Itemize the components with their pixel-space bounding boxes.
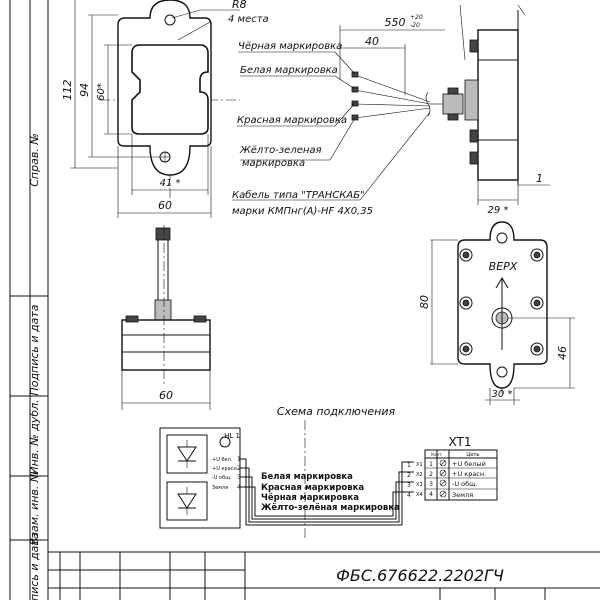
dim-29: 29 * bbox=[488, 205, 509, 216]
dim-1: 1 bbox=[536, 172, 543, 185]
pin-1-num: 1 bbox=[237, 456, 241, 463]
wire-num-4: 4 bbox=[407, 492, 411, 499]
pin-3-num: 3 bbox=[237, 474, 241, 481]
wire-black: Чёрная маркировка bbox=[238, 41, 342, 52]
xt-n1: 1 bbox=[429, 461, 433, 468]
xt1-title: XT1 bbox=[449, 435, 472, 449]
cable-1: Кабель типа "ТРАНСКАБ" bbox=[232, 189, 365, 201]
dim-60b: 60 bbox=[159, 389, 173, 402]
wire-num-3: 3 bbox=[407, 482, 411, 489]
connection-schema: Схема подключения HL 1 +U бел. 1 +U крас… bbox=[159, 405, 414, 540]
legend-black: Чёрная маркировка bbox=[261, 493, 359, 503]
schema-title: Схема подключения bbox=[277, 405, 396, 418]
legend-red: Красная маркировка bbox=[261, 483, 364, 493]
title-block: ФБС.676622.2202ГЧ bbox=[48, 551, 600, 600]
xt-c2: +U красн. bbox=[452, 470, 486, 478]
bottom-view: 60 bbox=[121, 225, 211, 410]
dim-550-tol-top: +20 bbox=[410, 14, 423, 21]
xt-c3: -U общ. bbox=[452, 480, 477, 488]
wire-white: Белая маркировка bbox=[240, 65, 338, 76]
pin-2-num: 2 bbox=[237, 465, 241, 472]
xt-x4: Х4 bbox=[416, 492, 423, 498]
pin-1-label: +U бел. bbox=[212, 457, 233, 463]
col-circuit: Цепь bbox=[466, 452, 479, 458]
dim-550: 550 bbox=[385, 16, 406, 29]
wire-num-1: 1 bbox=[407, 462, 411, 469]
dim-112: 112 bbox=[61, 80, 74, 101]
xt-n2: 2 bbox=[429, 471, 433, 478]
hl1-label: HL 1 bbox=[224, 432, 240, 440]
xt-x1: Х1 bbox=[416, 462, 423, 468]
margin-stamp: Справ. № Подпись и дата Инв. № дубл. Вза… bbox=[9, 0, 49, 600]
dim-550-tol-bot: -20 bbox=[410, 22, 420, 29]
dim-41: 41 * bbox=[160, 178, 181, 189]
dim-46: 46 bbox=[556, 346, 569, 360]
terminal-xt1: XT1 Конт. Цепь Х1 Х2 Х3 Х4 1 2 3 4 +U бе… bbox=[416, 435, 498, 501]
label-top: ВЕРХ bbox=[489, 260, 518, 273]
stamp-sprav: Справ. № bbox=[28, 133, 41, 187]
dim-94: 94 bbox=[78, 83, 91, 97]
xt-x3: Х3 bbox=[416, 482, 423, 488]
xt-n3: 3 bbox=[429, 481, 433, 488]
dim-30: 30 * bbox=[492, 389, 513, 400]
dim-60v: 60* bbox=[96, 83, 107, 101]
wire-yg-1: Жёлто-зеленая bbox=[239, 145, 322, 156]
cable-2: марки КМПнг(А)-HF 4Х0,35 bbox=[232, 206, 373, 217]
dim-40: 40 bbox=[365, 35, 379, 48]
xt-n4: 4 bbox=[429, 491, 433, 498]
xt-c4: Земля bbox=[452, 491, 473, 499]
legend-yg: Жёлто-зелёная маркировка bbox=[261, 503, 400, 513]
wire-yg-2: маркировка bbox=[242, 158, 305, 169]
legend-white: Белая маркировка bbox=[261, 472, 353, 482]
pin-4-label: Земля bbox=[212, 485, 228, 491]
side-view: 29 * 1 bbox=[430, 4, 550, 216]
pin-3-label: -U общ. bbox=[212, 475, 232, 481]
stamp-inv-dubl: Инв. № дубл. bbox=[28, 399, 41, 474]
wire-labels: 550 +20 -20 40 Чёрная маркировка Белая м… bbox=[232, 14, 445, 217]
dim-holes: 4 места bbox=[228, 14, 269, 25]
stamp-sign-2: Подпись и дата bbox=[28, 532, 41, 600]
dim-80: 80 bbox=[418, 295, 431, 309]
wire-red: Красная маркировка bbox=[237, 115, 347, 126]
doc-number: ФБС.676622.2202ГЧ bbox=[336, 566, 504, 585]
col-contact: Конт. bbox=[431, 452, 443, 457]
pin-4-num: 4 bbox=[237, 484, 241, 491]
wire-num-2: 2 bbox=[407, 472, 411, 479]
xt-c1: +U белый bbox=[452, 460, 486, 468]
stamp-vzam-inv: Взам. инв. № bbox=[28, 471, 41, 546]
back-view: ВЕРХ 80 46 30 * bbox=[418, 221, 575, 405]
dim-60a: 60 bbox=[158, 199, 172, 212]
xt-x2: Х2 bbox=[416, 472, 423, 478]
front-view: R8 4 места 112 94 60* 41 * 60 bbox=[61, 0, 269, 218]
stamp-sign-1: Подпись и дата bbox=[28, 304, 41, 395]
pin-2-label: +U красн. bbox=[212, 466, 239, 472]
dim-r8: R8 bbox=[232, 0, 247, 11]
